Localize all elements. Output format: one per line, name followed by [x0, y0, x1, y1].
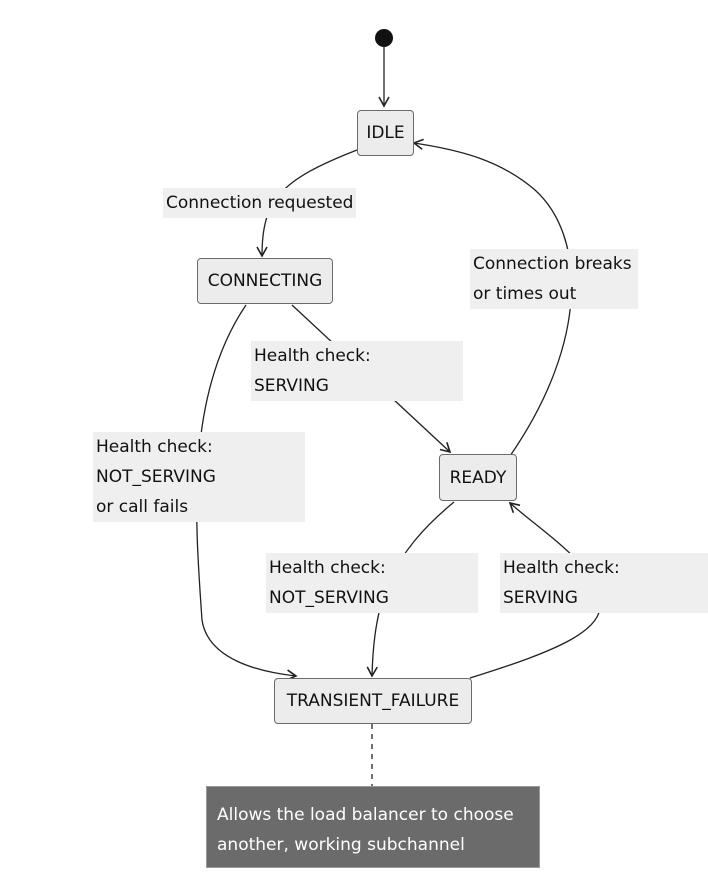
label-line: SERVING [503, 588, 578, 608]
state-idle: IDLE [357, 110, 414, 156]
edge-ready-to-idle [412, 138, 573, 457]
label-line: NOT_SERVING [269, 588, 389, 608]
state-transient-failure: TRANSIENT_FAILURE [274, 678, 472, 724]
label-failure-serving: Health check: SERVING [500, 553, 708, 613]
label-line: SERVING [254, 376, 329, 396]
label-line: or call fails [96, 497, 189, 517]
note-line: Allows the load balancer to choose [217, 805, 514, 825]
label-line: or times out [473, 284, 577, 304]
label-line: Health check: [503, 558, 620, 578]
label-connection-requested: Connection requested [163, 188, 357, 218]
state-ready: READY [439, 454, 517, 501]
label-connection-breaks: Connection breaks or times out [470, 249, 638, 309]
note-box: Allows the load balancer to choose anoth… [206, 786, 540, 868]
label-connecting-serving: Health check: SERVING [251, 341, 463, 401]
label-ready-not-serving: Health check: NOT_SERVING [266, 553, 478, 613]
state-connecting: CONNECTING [197, 258, 333, 304]
label-line: Connection requested [166, 193, 354, 213]
label-line: Health check: [269, 558, 386, 578]
edge-connecting-to-failure [196, 304, 298, 681]
initial-state-dot [375, 29, 393, 47]
label-line: Connection breaks [473, 254, 632, 274]
label-connecting-failure: Health check: NOT_SERVING or call fails [93, 432, 305, 522]
label-line: Health check: [96, 437, 213, 457]
label-line: Health check: [254, 346, 371, 366]
note-line: another, working subchannel [217, 835, 465, 855]
label-line: NOT_SERVING [96, 467, 216, 487]
